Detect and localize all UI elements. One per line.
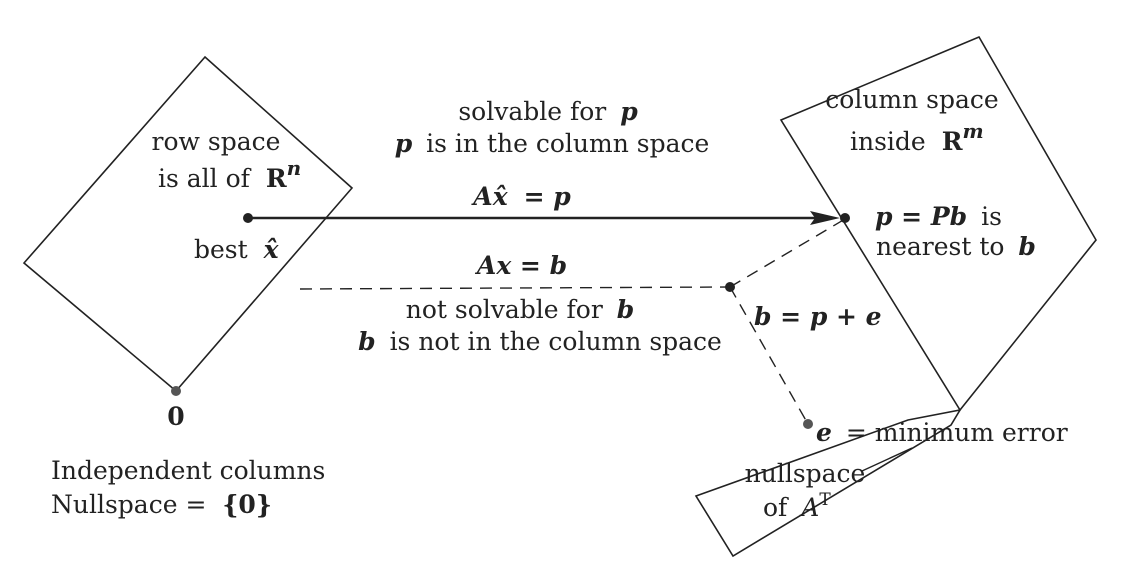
column-space-label: column space bbox=[825, 85, 998, 114]
p-in-column-space-label: p is in the column space bbox=[395, 129, 710, 158]
ax-hat-equals-p-label: Ax̂ = p bbox=[471, 182, 571, 211]
row-space-label: row space bbox=[152, 127, 281, 156]
nullspace-label: nullspace bbox=[745, 459, 866, 488]
unsolvable-dashed-line bbox=[299, 286, 731, 290]
of-a-transpose-label: of AT bbox=[763, 490, 831, 522]
p-point bbox=[840, 213, 850, 223]
nullspace-leader-line bbox=[861, 447, 913, 472]
p-equals-pb-label: p = Pb is bbox=[875, 202, 1002, 231]
b-to-p-dashed bbox=[729, 218, 846, 288]
row-space-all-of-label: is all of Rn bbox=[158, 156, 301, 193]
inside-rm-label: inside Rm bbox=[850, 119, 984, 156]
nearest-to-b-label: nearest to b bbox=[876, 232, 1036, 261]
b-not-in-column-space-label: b is not in the column space bbox=[358, 327, 722, 356]
origin-zero-label: 0 bbox=[167, 402, 184, 431]
nullspace-zero-label: Nullspace = {0} bbox=[51, 490, 272, 519]
minimum-error-label: e = minimum error bbox=[816, 418, 1068, 447]
ax-equals-b-label: Ax = b bbox=[475, 251, 567, 280]
b-to-e-dashed bbox=[729, 286, 809, 425]
e-point bbox=[803, 419, 813, 429]
row-space-region bbox=[22, 55, 354, 393]
solvable-for-p-label: solvable for p bbox=[458, 97, 638, 126]
b-point bbox=[725, 282, 735, 292]
column-space-region bbox=[779, 35, 1097, 412]
best-x-hat-label: best x̂ bbox=[194, 235, 280, 264]
x-hat-point bbox=[243, 213, 253, 223]
not-solvable-label: not solvable for b bbox=[406, 295, 634, 324]
b-equals-p-plus-e-label: b = p + e bbox=[754, 302, 882, 331]
origin-point bbox=[171, 386, 181, 396]
projection-arrowhead bbox=[810, 211, 840, 225]
nullspace-at-region bbox=[694, 408, 962, 558]
independent-columns-label: Independent columns bbox=[51, 456, 325, 485]
